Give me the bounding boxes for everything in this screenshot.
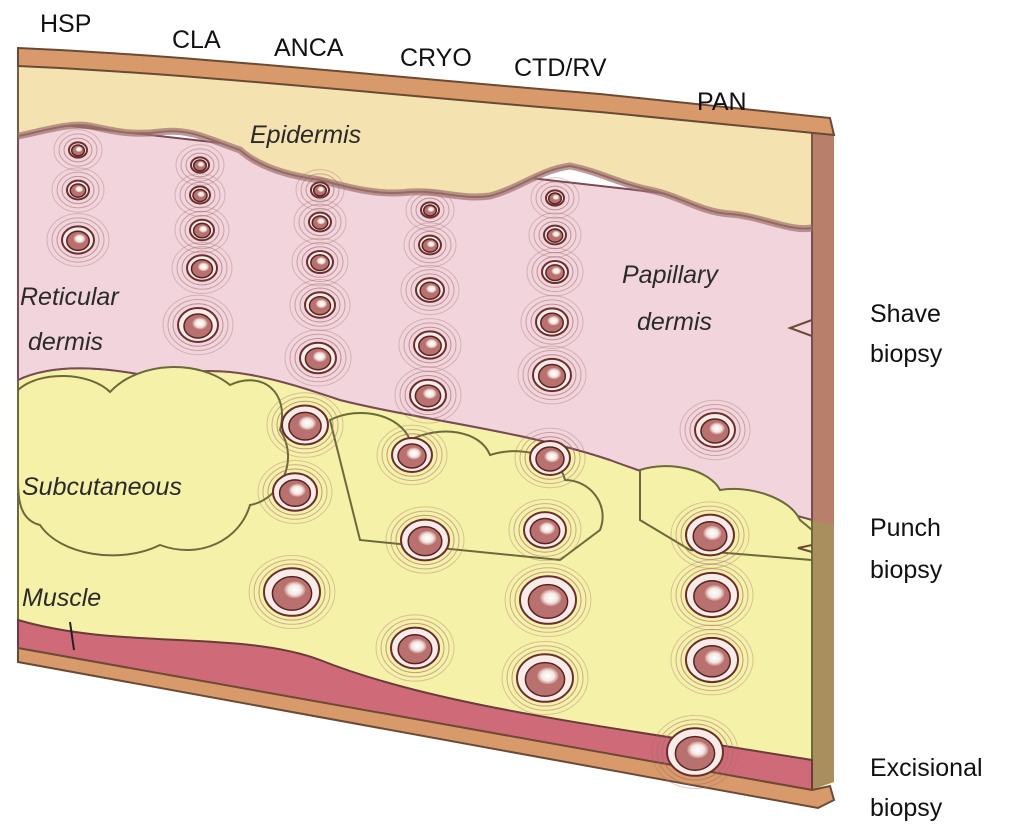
subcutaneous-label: Subcutaneous: [22, 473, 182, 501]
vessel-pan-1: [680, 400, 750, 460]
column-label-cla: CLA: [172, 26, 221, 54]
excisional-biopsy-line1: Excisional: [870, 754, 983, 782]
vessel-ctdrv-6: [515, 428, 585, 488]
column-label-pan: PAN: [697, 88, 747, 116]
reticular-label-line1: Reticular: [20, 283, 120, 311]
vessel-cla-5: [163, 295, 233, 355]
vessel-ctdrv-5: [518, 346, 586, 404]
biopsy-labels: Shave biopsy Punch biopsy Excisional bio…: [870, 300, 983, 822]
epidermis-label: Epidermis: [250, 121, 361, 149]
vessel-cryo-6: [377, 425, 447, 485]
papillary-label-line2: dermis: [637, 308, 712, 336]
muscle-label: Muscle: [22, 584, 101, 612]
excisional-biopsy-line2: biopsy: [870, 794, 943, 822]
column-label-ctdrv: CTD/RV: [514, 54, 607, 82]
tissue-side-edge: [810, 128, 834, 790]
shave-biopsy-line1: Shave: [870, 300, 941, 328]
vessel-cryo-5: [395, 367, 461, 423]
column-label-cryo: CRYO: [400, 44, 472, 72]
papillary-label-line1: Papillary: [622, 261, 719, 289]
column-label-hsp: HSP: [40, 10, 91, 38]
punch-biopsy-line2: biopsy: [870, 556, 943, 584]
reticular-label-line2: dermis: [28, 328, 103, 356]
punch-biopsy-line1: Punch: [870, 514, 941, 542]
shave-biopsy-line2: biopsy: [870, 340, 943, 368]
vessel-anca-5: [285, 330, 351, 386]
column-label-anca: ANCA: [274, 34, 344, 62]
